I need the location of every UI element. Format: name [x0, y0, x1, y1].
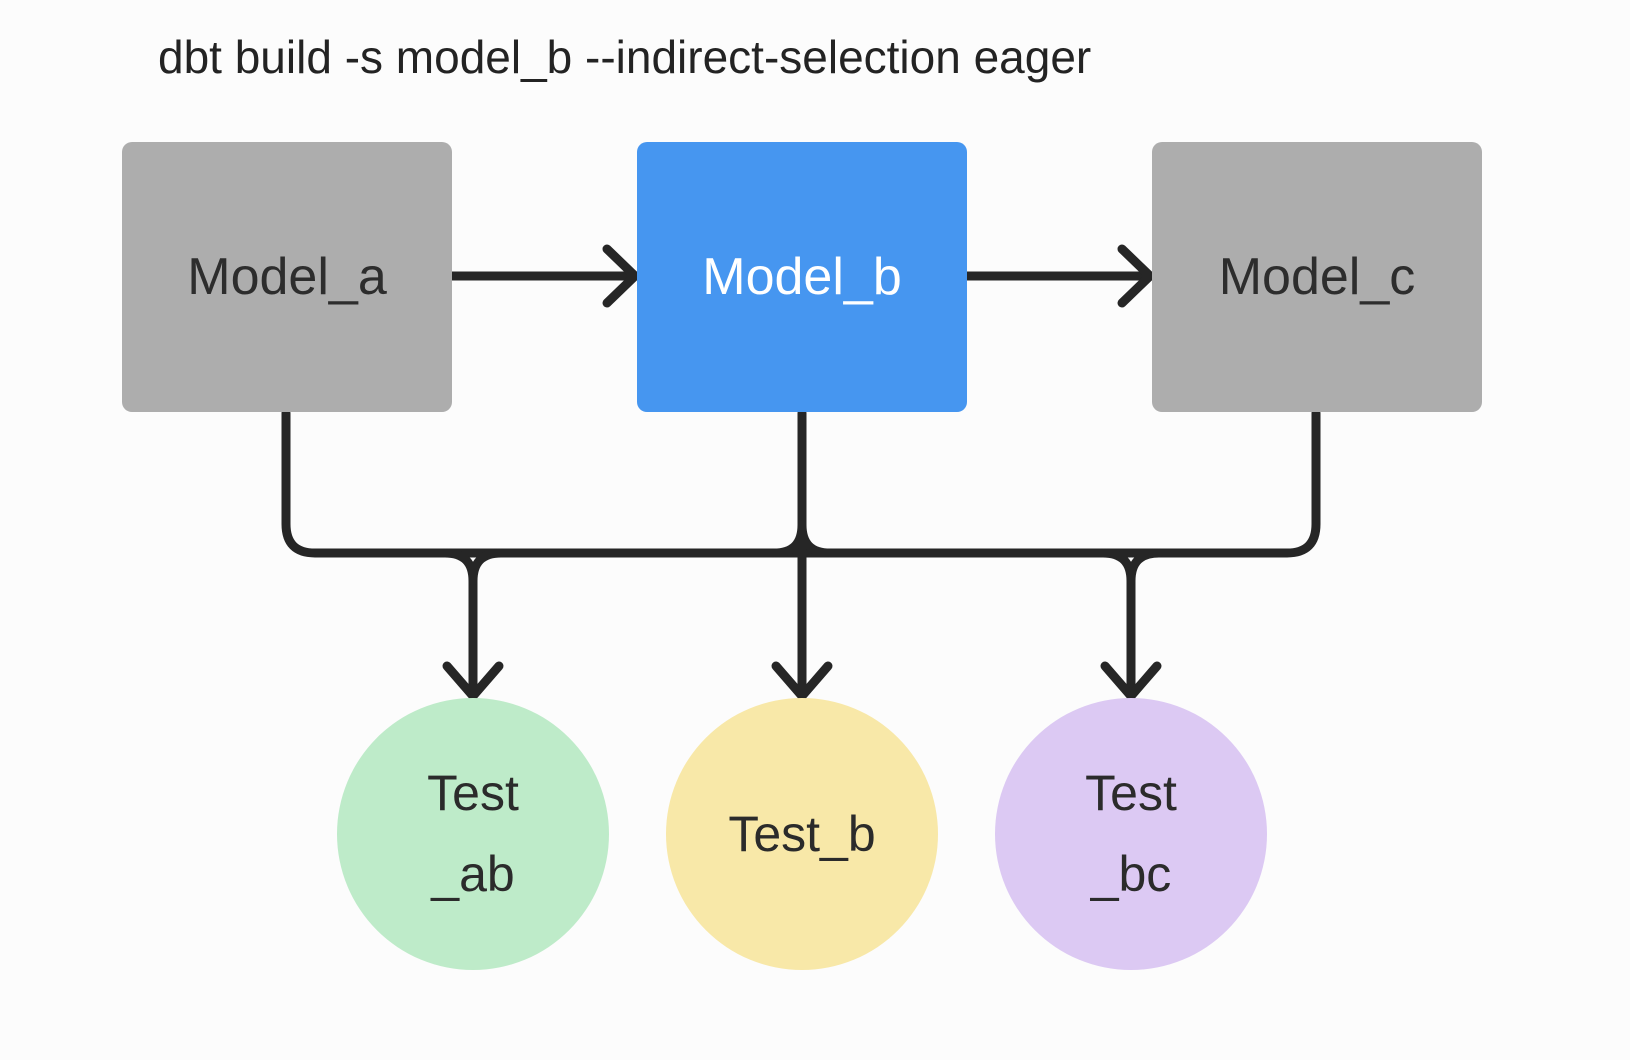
node-test-ab: Test _ab	[337, 698, 609, 970]
node-test-ab-label-line1: Test	[427, 765, 519, 821]
node-test-b-label: Test_b	[728, 805, 876, 862]
node-model-a: Model_a	[122, 142, 452, 412]
edge-model-a-to-model-b-arrowhead-icon	[602, 244, 640, 308]
diagram-title: dbt build -s model_b --indirect-selectio…	[158, 31, 1092, 83]
arrowhead-test-ab-icon	[442, 661, 504, 701]
node-model-c: Model_c	[1152, 142, 1482, 412]
edge-model-b-to-model-c-arrowhead-icon	[1117, 244, 1155, 308]
node-test-bc: Test _bc	[995, 698, 1267, 970]
edge-fork-test-ab-right	[468, 548, 506, 586]
edge-fork-test-bc-right	[1126, 548, 1164, 586]
node-test-bc-label-line2: _bc	[1090, 846, 1172, 902]
node-test-b: Test_b	[666, 698, 938, 970]
node-test-bc-label-line1: Test	[1085, 765, 1177, 821]
arrowhead-test-bc-icon	[1100, 661, 1162, 701]
node-model-b-selected: Model_b	[637, 142, 967, 412]
node-model-b-label: Model_b	[702, 248, 902, 306]
node-model-c-label: Model_c	[1218, 248, 1416, 306]
node-model-a-label: Model_a	[187, 248, 387, 306]
edge-model-b-fillet-right	[797, 520, 835, 558]
node-test-ab-label-line2: _ab	[431, 846, 515, 902]
arrowhead-test-b-icon	[771, 661, 833, 701]
